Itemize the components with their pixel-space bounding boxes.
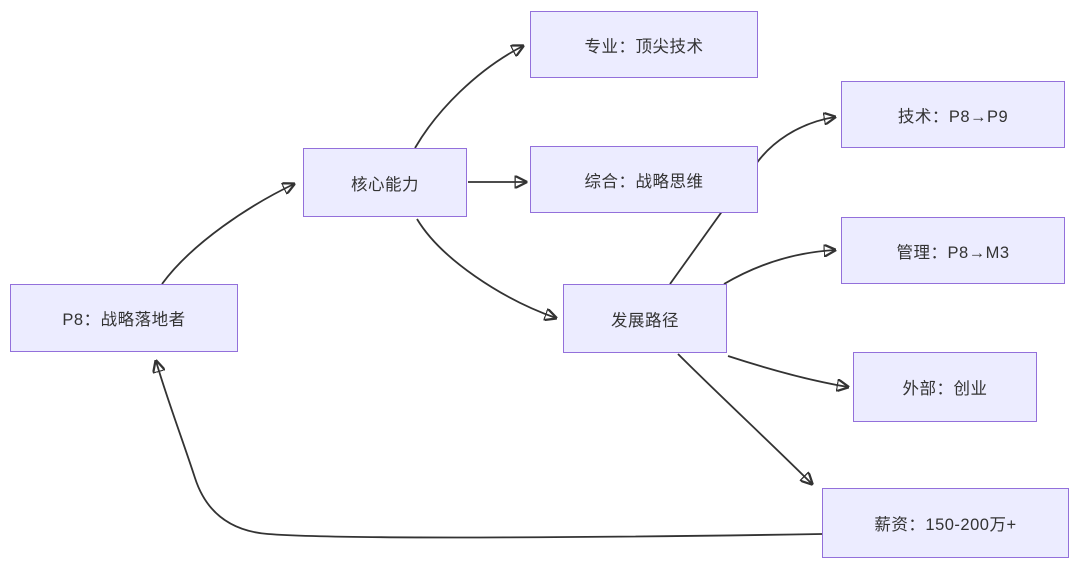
node-label: 专业：顶尖技术 xyxy=(584,37,704,56)
node-external-startup: 外部：创业 xyxy=(853,352,1037,422)
node-development-path: 发展路径 xyxy=(563,284,727,353)
node-tech-track-p8-p9: 技术：P8→P9 xyxy=(841,81,1065,148)
node-label: 核心能力 xyxy=(351,175,419,194)
edge-core-pro xyxy=(414,46,523,149)
node-label: 技术：P8→P9 xyxy=(897,107,1009,126)
node-label: 外部：创业 xyxy=(902,380,988,398)
node-professional-top-tech: 专业：顶尖技术 xyxy=(530,11,758,78)
edge-p8-core xyxy=(161,184,294,285)
node-label: 管理：P8→M3 xyxy=(896,243,1010,262)
edge-salary-p8 xyxy=(156,361,823,539)
node-comprehensive-strategic-thinking: 综合：战略思维 xyxy=(530,146,758,213)
edge-path-mgmt xyxy=(723,250,835,285)
edge-path-ext xyxy=(727,355,848,387)
node-p8-strategy-implementer: P8：战略落地者 xyxy=(10,284,238,352)
node-salary-range: 薪资：150-200万+ xyxy=(822,488,1069,558)
node-management-track-p8-m3: 管理：P8→M3 xyxy=(841,217,1065,284)
node-label: 综合：战略思维 xyxy=(584,172,704,191)
node-label: 发展路径 xyxy=(611,311,679,330)
edge-core-path xyxy=(416,218,556,318)
node-core-competency: 核心能力 xyxy=(303,148,467,217)
node-label: P8：战略落地者 xyxy=(62,311,186,329)
edge-path-salary xyxy=(677,353,812,484)
node-label: 薪资：150-200万+ xyxy=(874,516,1017,534)
